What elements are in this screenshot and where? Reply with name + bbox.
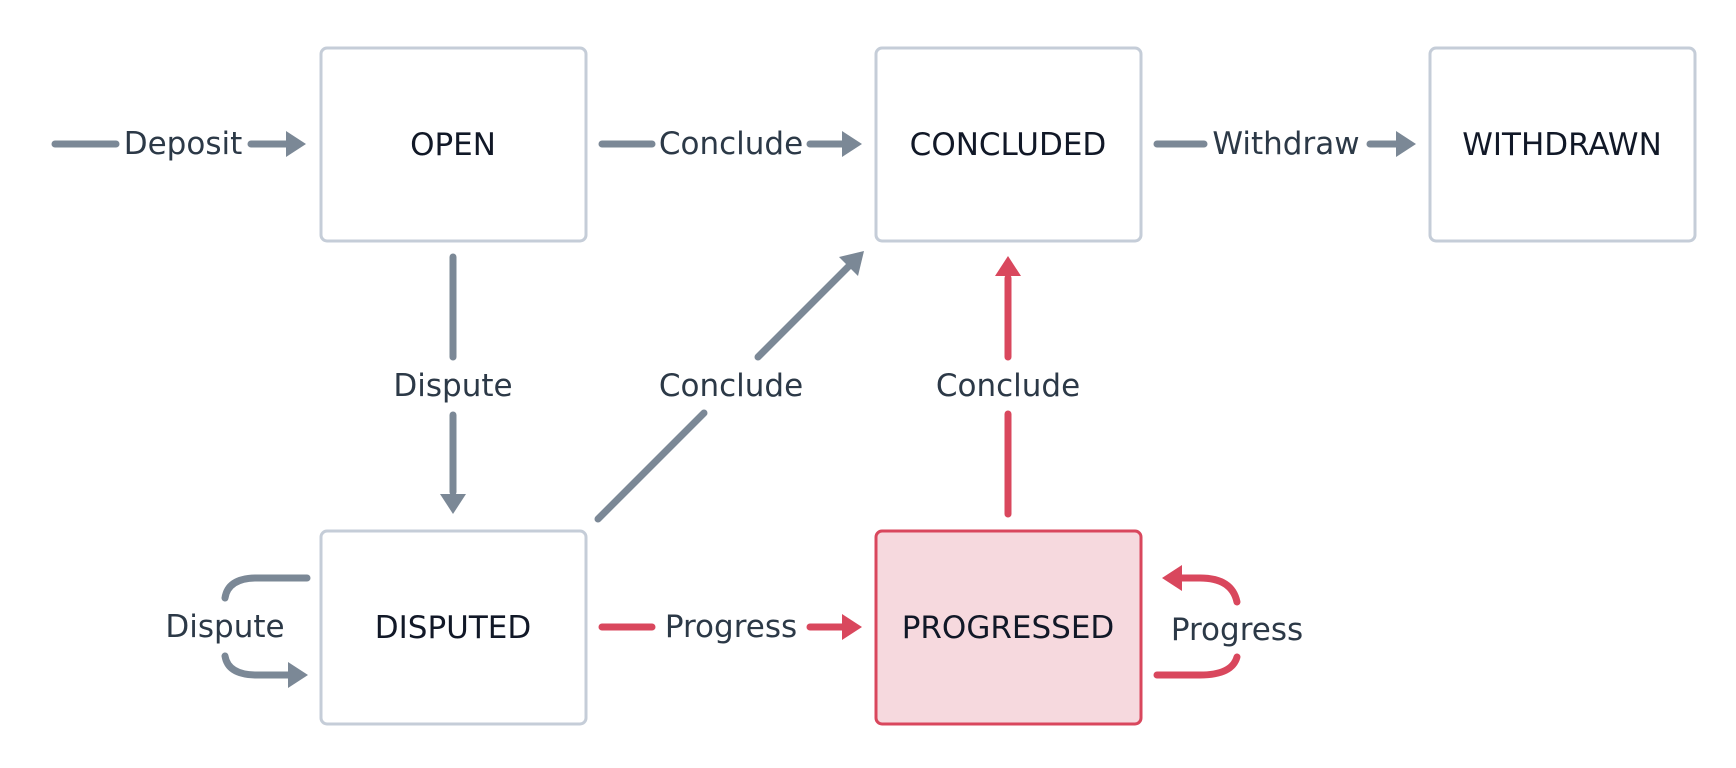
state-open-label: OPEN (410, 127, 496, 163)
state-concluded: CONCLUDED (874, 46, 1143, 243)
edge-progressed-to-concluded (995, 256, 1021, 518)
edge-withdraw (1153, 131, 1416, 157)
label-progressed-self-progress: Progress (1171, 612, 1303, 648)
label-deposit: Deposit (124, 126, 243, 162)
state-withdrawn: WITHDRAWN (1428, 46, 1697, 243)
state-progressed-label: PROGRESSED (902, 610, 1115, 646)
state-disputed-label: DISPUTED (375, 610, 531, 646)
label-withdraw: Withdraw (1212, 126, 1359, 162)
state-withdrawn-label: WITHDRAWN (1462, 127, 1662, 163)
edge-deposit (51, 131, 306, 157)
label-open-dispute: Dispute (393, 368, 512, 404)
edge-disputed-to-progressed (598, 614, 862, 640)
edge-disputed-self-dispute (221, 574, 311, 688)
label-disputed-self-dispute: Dispute (165, 609, 284, 645)
edge-progressed-self-progress (1153, 565, 1241, 679)
state-open: OPEN (319, 46, 588, 243)
edge-disputed-to-concluded (594, 251, 864, 523)
label-progressed-conclude: Conclude (936, 368, 1080, 404)
edge-open-to-concluded (598, 131, 862, 157)
state-concluded-label: CONCLUDED (910, 127, 1107, 163)
label-disputed-progress: Progress (665, 609, 797, 645)
label-open-conclude: Conclude (659, 126, 803, 162)
edge-open-to-disputed (440, 253, 466, 514)
state-progressed: PROGRESSED (874, 529, 1143, 726)
label-disputed-conclude: Conclude (659, 368, 803, 404)
state-disputed: DISPUTED (319, 529, 588, 726)
